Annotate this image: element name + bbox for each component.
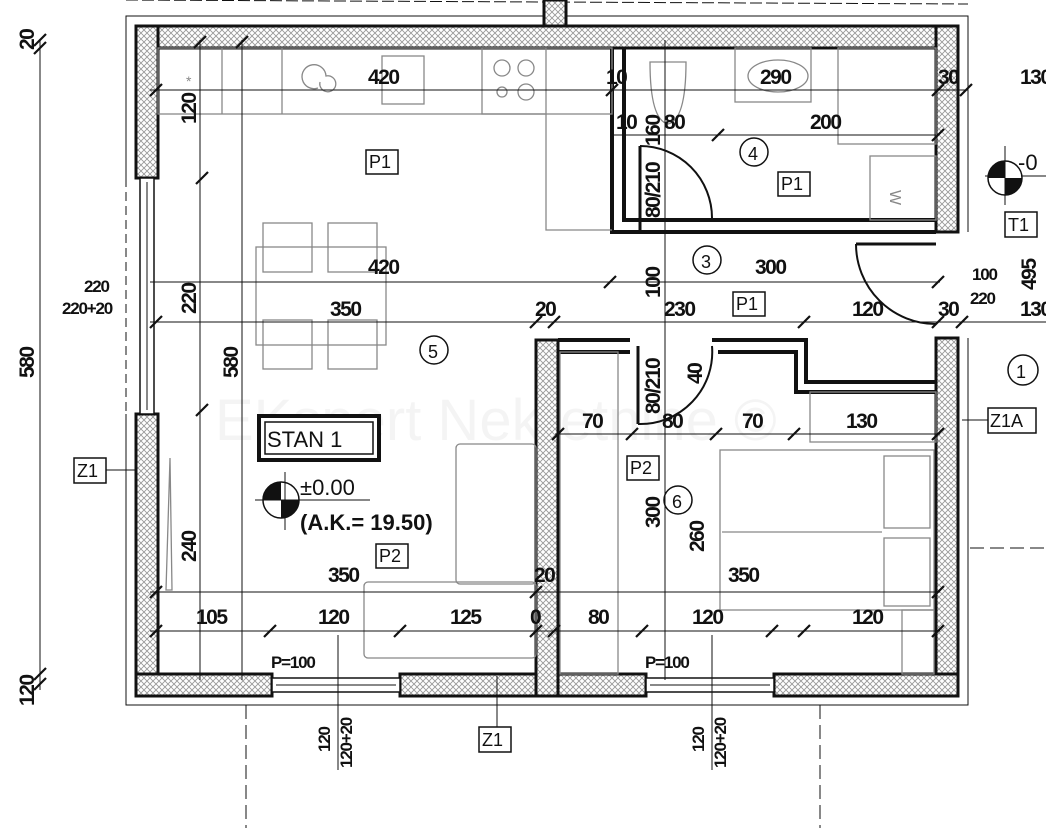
dim-bed-70a: 70 bbox=[582, 410, 603, 433]
exterior-walls bbox=[134, 0, 960, 698]
dim-hall-100: 100 bbox=[642, 267, 665, 298]
dim-bath-160: 160 bbox=[642, 115, 665, 146]
dim-window-220-v: 220 bbox=[178, 283, 201, 314]
dim-bath-80: 80 bbox=[664, 111, 685, 134]
dim-125: 125 bbox=[450, 606, 482, 629]
absolute-elevation: (A.K.= 19.50) bbox=[300, 510, 433, 535]
dim-partition-20-bottom: 20 bbox=[534, 564, 555, 587]
dim-wall-240: 240 bbox=[178, 531, 201, 562]
dim-right-130-top: 130 bbox=[1020, 66, 1046, 89]
room-number-3: 3 bbox=[701, 252, 711, 272]
dim-kitchen-width: 420 bbox=[368, 66, 399, 89]
dim-bed-260: 260 bbox=[686, 521, 709, 552]
dim-right-220: 220 bbox=[970, 289, 996, 308]
dim-105: 105 bbox=[196, 606, 228, 629]
dim-counter-120: 120 bbox=[178, 93, 201, 124]
dim-bed-130: 130 bbox=[846, 410, 877, 433]
dim-outer-580: 580 bbox=[16, 347, 39, 378]
dim-bed-80: 80 bbox=[662, 410, 683, 433]
dimension-lines bbox=[39, 40, 1046, 828]
dim-living-350: 350 bbox=[330, 298, 361, 321]
unit-title-box bbox=[257, 414, 381, 462]
dim-120a: 120 bbox=[318, 606, 349, 629]
dim-living-580: 580 bbox=[220, 347, 243, 378]
dim-120c: 120 bbox=[852, 606, 883, 629]
elevation-marker-neighbor bbox=[987, 146, 1023, 205]
dim-sill-left-a: 120 bbox=[315, 726, 334, 752]
dim-bedroom-door: 80/210 bbox=[642, 358, 665, 414]
furniture: * W bbox=[157, 47, 937, 675]
wall-tag-z1a: Z1A bbox=[990, 411, 1023, 431]
dim-partition-20: 20 bbox=[535, 298, 556, 321]
room-number-1: 1 bbox=[1016, 362, 1026, 382]
dim-living-350-bottom: 350 bbox=[328, 564, 359, 587]
room-number-5: 5 bbox=[428, 342, 438, 362]
dim-bed-300: 300 bbox=[642, 497, 665, 528]
dim-window-220: 220 bbox=[84, 277, 110, 296]
elevation-marker bbox=[255, 472, 370, 530]
dim-bed-40: 40 bbox=[684, 363, 707, 384]
dim-bath-200: 200 bbox=[810, 111, 841, 134]
room-number-4: 4 bbox=[748, 144, 758, 164]
floor-tag-bedroom: P2 bbox=[630, 458, 652, 478]
wall-tag-z1-bottom: Z1 bbox=[482, 730, 503, 750]
dim-living-420: 420 bbox=[368, 256, 399, 279]
dim-bath-width: 290 bbox=[760, 66, 791, 89]
dim-window-220-20: 220+20 bbox=[62, 299, 113, 318]
wall-tag-z1-left: Z1 bbox=[77, 461, 98, 481]
dim-right-wall-top: 30 bbox=[938, 66, 959, 89]
dimension-ticks bbox=[33, 33, 973, 691]
dim-sill-left-b: 120+20 bbox=[337, 717, 356, 768]
dim-right-495: 495 bbox=[1018, 258, 1041, 290]
dim-sill-right-b: 120+20 bbox=[711, 717, 730, 768]
dim-sill-right-a: 120 bbox=[689, 726, 708, 752]
room-number-6: 6 bbox=[672, 492, 682, 512]
dim-80-bottom: 80 bbox=[588, 606, 609, 629]
doors bbox=[636, 145, 937, 426]
dim-120b: 120 bbox=[692, 606, 723, 629]
room-circles bbox=[419, 137, 1039, 515]
dim-hall-120: 120 bbox=[852, 298, 883, 321]
dim-0: 0 bbox=[530, 606, 541, 629]
dim-outer-20: 20 bbox=[16, 29, 39, 50]
dim-hall-230: 230 bbox=[664, 298, 695, 321]
floor-tag-boxes bbox=[73, 149, 1038, 753]
dim-bath-wall: 10 bbox=[606, 66, 627, 89]
dim-bed-350: 350 bbox=[728, 564, 759, 587]
dim-bath-door: 80/210 bbox=[642, 162, 665, 218]
neighbor-elevation: -0 bbox=[1018, 150, 1038, 175]
washer-symbol: W bbox=[886, 190, 903, 206]
floor-tag-hall: P1 bbox=[736, 294, 758, 314]
dim-hall-300: 300 bbox=[755, 256, 786, 279]
floor-tag-kitchen: P1 bbox=[369, 152, 391, 172]
dim-right-100: 100 bbox=[972, 265, 998, 284]
dim-right-130: 130 bbox=[1020, 298, 1046, 321]
dim-outer-120: 120 bbox=[16, 675, 39, 706]
kitchen-symbol: * bbox=[186, 73, 192, 89]
labels: STAN 1 ±0.00 (A.K.= 19.50) -0 4 3 5 6 1 … bbox=[16, 29, 1046, 768]
window-left-label: P=100 bbox=[271, 653, 315, 672]
unit-title: STAN 1 bbox=[267, 427, 342, 452]
dim-hall-30: 30 bbox=[938, 298, 959, 321]
windows bbox=[139, 177, 775, 693]
window-right-label: P=100 bbox=[645, 653, 689, 672]
elevation-level: ±0.00 bbox=[300, 475, 355, 500]
tag-t1: T1 bbox=[1008, 215, 1029, 235]
dim-bath-10: 10 bbox=[616, 111, 637, 134]
dim-bed-70b: 70 bbox=[742, 410, 763, 433]
floor-tag-living: P2 bbox=[379, 546, 401, 566]
floor-tag-bath: P1 bbox=[781, 174, 803, 194]
